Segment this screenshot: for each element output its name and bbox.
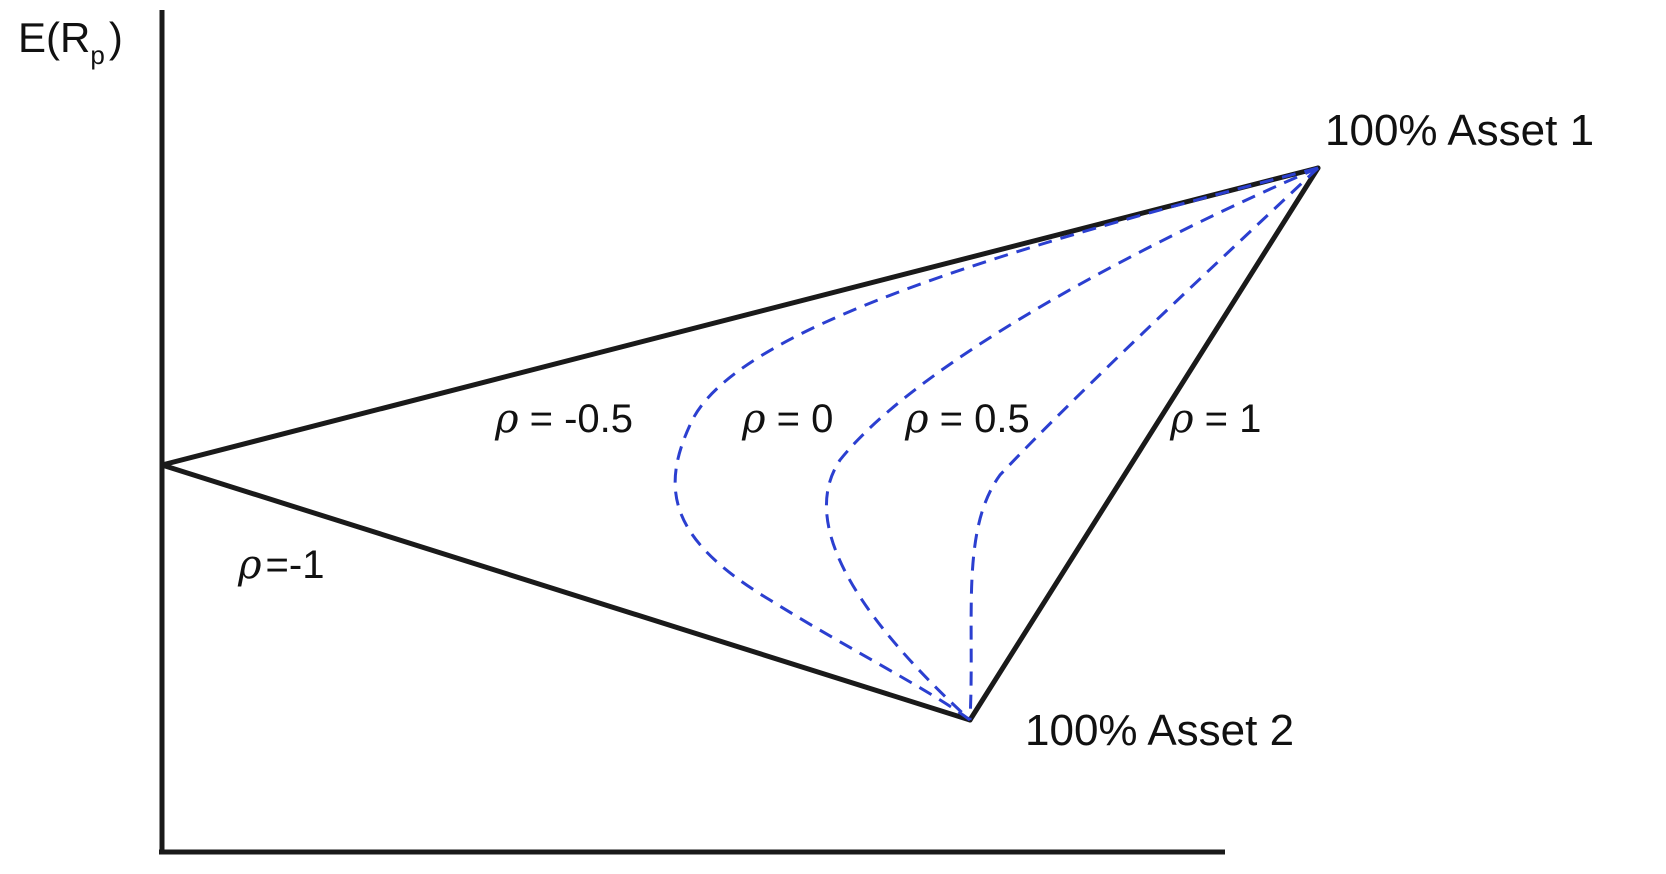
rho-zero-value: = 0: [766, 397, 834, 441]
asset2-label: 100% Asset 2: [1025, 706, 1294, 755]
rho-half-value: = 0.5: [929, 397, 1030, 441]
rho-neg-half-curve: [673, 166, 1319, 722]
rho-one-value: = 1: [1194, 397, 1262, 441]
rho-half-curve: [968, 166, 1320, 721]
rho-one-line: [967, 165, 1321, 723]
asset1-label: 100% Asset 1: [1325, 106, 1594, 155]
rho-neg-one-value: =-1: [266, 543, 325, 587]
rho-one-label: ρ = 1: [1169, 396, 1261, 442]
y-axis-label-close: ): [109, 14, 123, 61]
rho-half-label: ρ = 0.5: [904, 396, 1030, 442]
rho-neg-half-value: = -0.5: [519, 397, 634, 441]
rho-zero-label: ρ = 0: [741, 396, 833, 442]
rho-zero-curve: [825, 166, 1319, 722]
y-axis-label-main: E(R: [18, 14, 90, 61]
rho-neg-one-line: [159, 165, 1321, 723]
rho-symbol: ρ: [904, 396, 929, 442]
y-axis-label-subscript: p: [90, 40, 104, 70]
rho-symbol: ρ: [494, 396, 519, 442]
rho-neg-one-label: ρ=-1: [237, 542, 324, 588]
rho-symbol: ρ: [741, 396, 766, 442]
rho-symbol: ρ: [1169, 396, 1194, 442]
rho-symbol: ρ: [237, 542, 262, 588]
y-axis-label: E(Rp): [18, 14, 123, 70]
rho-neg-half-label: ρ = -0.5: [494, 396, 633, 442]
